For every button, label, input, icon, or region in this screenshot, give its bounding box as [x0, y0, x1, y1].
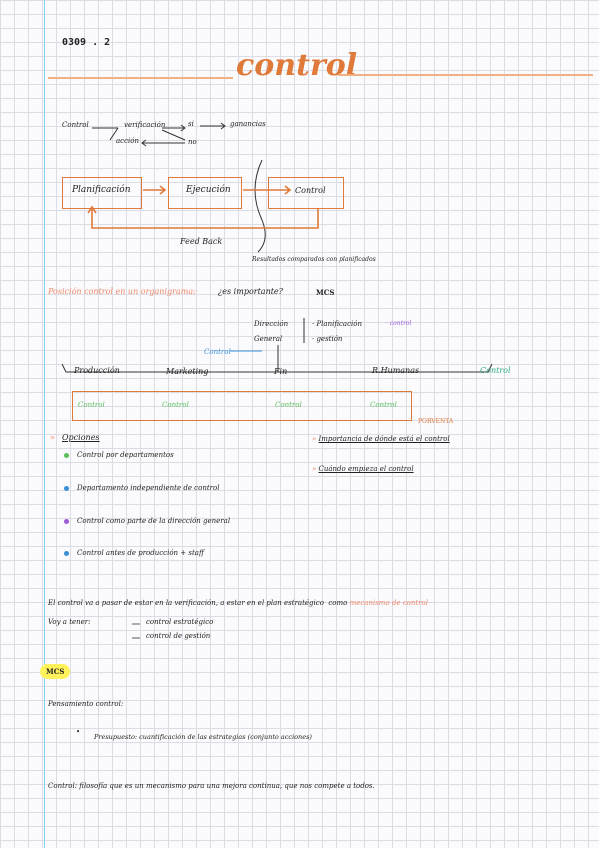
arrow-marker-icon: » — [312, 435, 319, 443]
control-box-item-3: Control — [275, 401, 302, 409]
dept-control-end: Control — [480, 366, 511, 375]
dept-marketing: Marketing — [166, 367, 209, 376]
pensamiento-label: Pensamiento control: — [48, 700, 124, 708]
presupuesto-bullet-icon: • — [76, 728, 81, 736]
control-box-item-1: Control — [78, 401, 105, 409]
opcion-item-2: Departamento independiente de control — [64, 484, 219, 492]
flow-no: no — [188, 138, 197, 146]
bullet-dot-icon — [64, 518, 69, 524]
page-title: control — [236, 48, 358, 83]
box-planificacion — [62, 177, 142, 209]
question-text: ¿es importante? — [218, 287, 283, 296]
question-tag: MCS — [316, 288, 335, 297]
bullet-dot-icon — [64, 485, 69, 491]
dept-fin: Fin — [274, 367, 288, 376]
org-gestion: · gestión — [312, 335, 343, 343]
opcion-item-1: Control por departamentos — [64, 451, 174, 459]
org-planificacion: · Planificación — [312, 320, 362, 328]
title-rule-left — [48, 77, 233, 79]
box-ejecucion-label: Ejecución — [186, 185, 231, 195]
right-note-1: » Importancia de dónde está el control — [312, 435, 450, 443]
opciones-marker: » — [50, 433, 55, 442]
box-ejecucion — [168, 177, 242, 209]
flow-si: si — [188, 120, 194, 128]
dept-produccion: Producción — [74, 366, 120, 375]
control-box-item-4: Control — [370, 401, 397, 409]
margin-line — [44, 0, 45, 848]
box-planificacion-label: Planificación — [72, 185, 131, 195]
mcs-highlight-tag: MCS — [40, 664, 71, 679]
control-box-item-2: Control — [162, 401, 189, 409]
opciones-heading: Opciones — [62, 433, 100, 442]
paragraph-line1: El control va a pasar de estar en la ver… — [48, 599, 428, 607]
org-general: General — [254, 335, 283, 343]
date-label: 0309 . 2 — [62, 37, 111, 48]
portal-note: PORVENTA — [418, 418, 454, 425]
box-control — [268, 177, 344, 209]
box-control-label: Control — [295, 186, 326, 195]
right-note-2: » Cuándo empieza el control — [312, 465, 414, 473]
opcion-item-4: Control antes de producción + staff — [64, 549, 204, 557]
org-direccion: Dirección — [254, 320, 289, 328]
paragraph-line2: Voy a tener: — [48, 618, 91, 626]
feedback-label: Feed Back — [180, 237, 223, 246]
paragraph-dash2: control de gestión — [146, 632, 211, 640]
flow-verificacion: verificación — [124, 121, 166, 129]
bullet-dot-icon — [64, 452, 69, 458]
presupuesto-text: Presupuesto: cuantificación de las estra… — [94, 733, 312, 741]
org-control-note: · control — [386, 320, 412, 327]
org-control-side: Control — [204, 348, 231, 356]
flow-accion: acción — [116, 137, 139, 145]
resultados-label: Resultados comparados con planificados — [252, 256, 376, 263]
control-row-box — [72, 391, 412, 421]
flow-ganancias: ganancias — [230, 120, 266, 128]
opcion-item-3: Control como parte de la dirección gener… — [64, 517, 230, 525]
question-label: Posición control en un organigrama: — [48, 287, 196, 296]
final-statement: Control: filosofía que es un mecanismo p… — [48, 782, 375, 790]
bullet-dot-icon — [64, 550, 69, 556]
paragraph-dash1: control estratégico — [146, 618, 214, 626]
arrow-marker-icon: » — [312, 465, 319, 473]
title-rule-right — [338, 74, 593, 76]
flow-control: Control — [62, 121, 89, 129]
dept-rhumanas: R.Humanas — [372, 366, 420, 375]
